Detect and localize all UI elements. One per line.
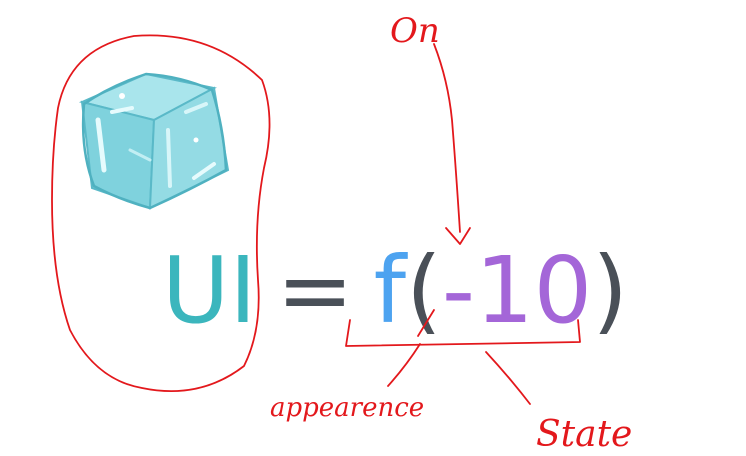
formula-argument: -10 [442, 237, 592, 344]
ink-bracket [345, 319, 581, 347]
formula-function: f [374, 237, 409, 344]
ink-annotations [51, 34, 581, 405]
annotation-on: On [390, 11, 440, 51]
ink-line-appearence [387, 343, 421, 387]
ink-arrowhead [445, 227, 471, 245]
annotation-state: State [536, 414, 632, 455]
formula-ui: UI [162, 237, 256, 344]
formula-close-paren: ) [592, 237, 628, 344]
ink-line-state [485, 351, 531, 405]
formula-equals: = [276, 237, 353, 344]
ink-arrow-down [433, 43, 461, 233]
formula: UI=f(-10) [162, 237, 628, 344]
ink-slash [417, 309, 435, 337]
annotation-appearence: appearence [270, 393, 424, 423]
ice-cube-icon [78, 72, 230, 210]
ink-loop-around-ui [51, 34, 271, 393]
